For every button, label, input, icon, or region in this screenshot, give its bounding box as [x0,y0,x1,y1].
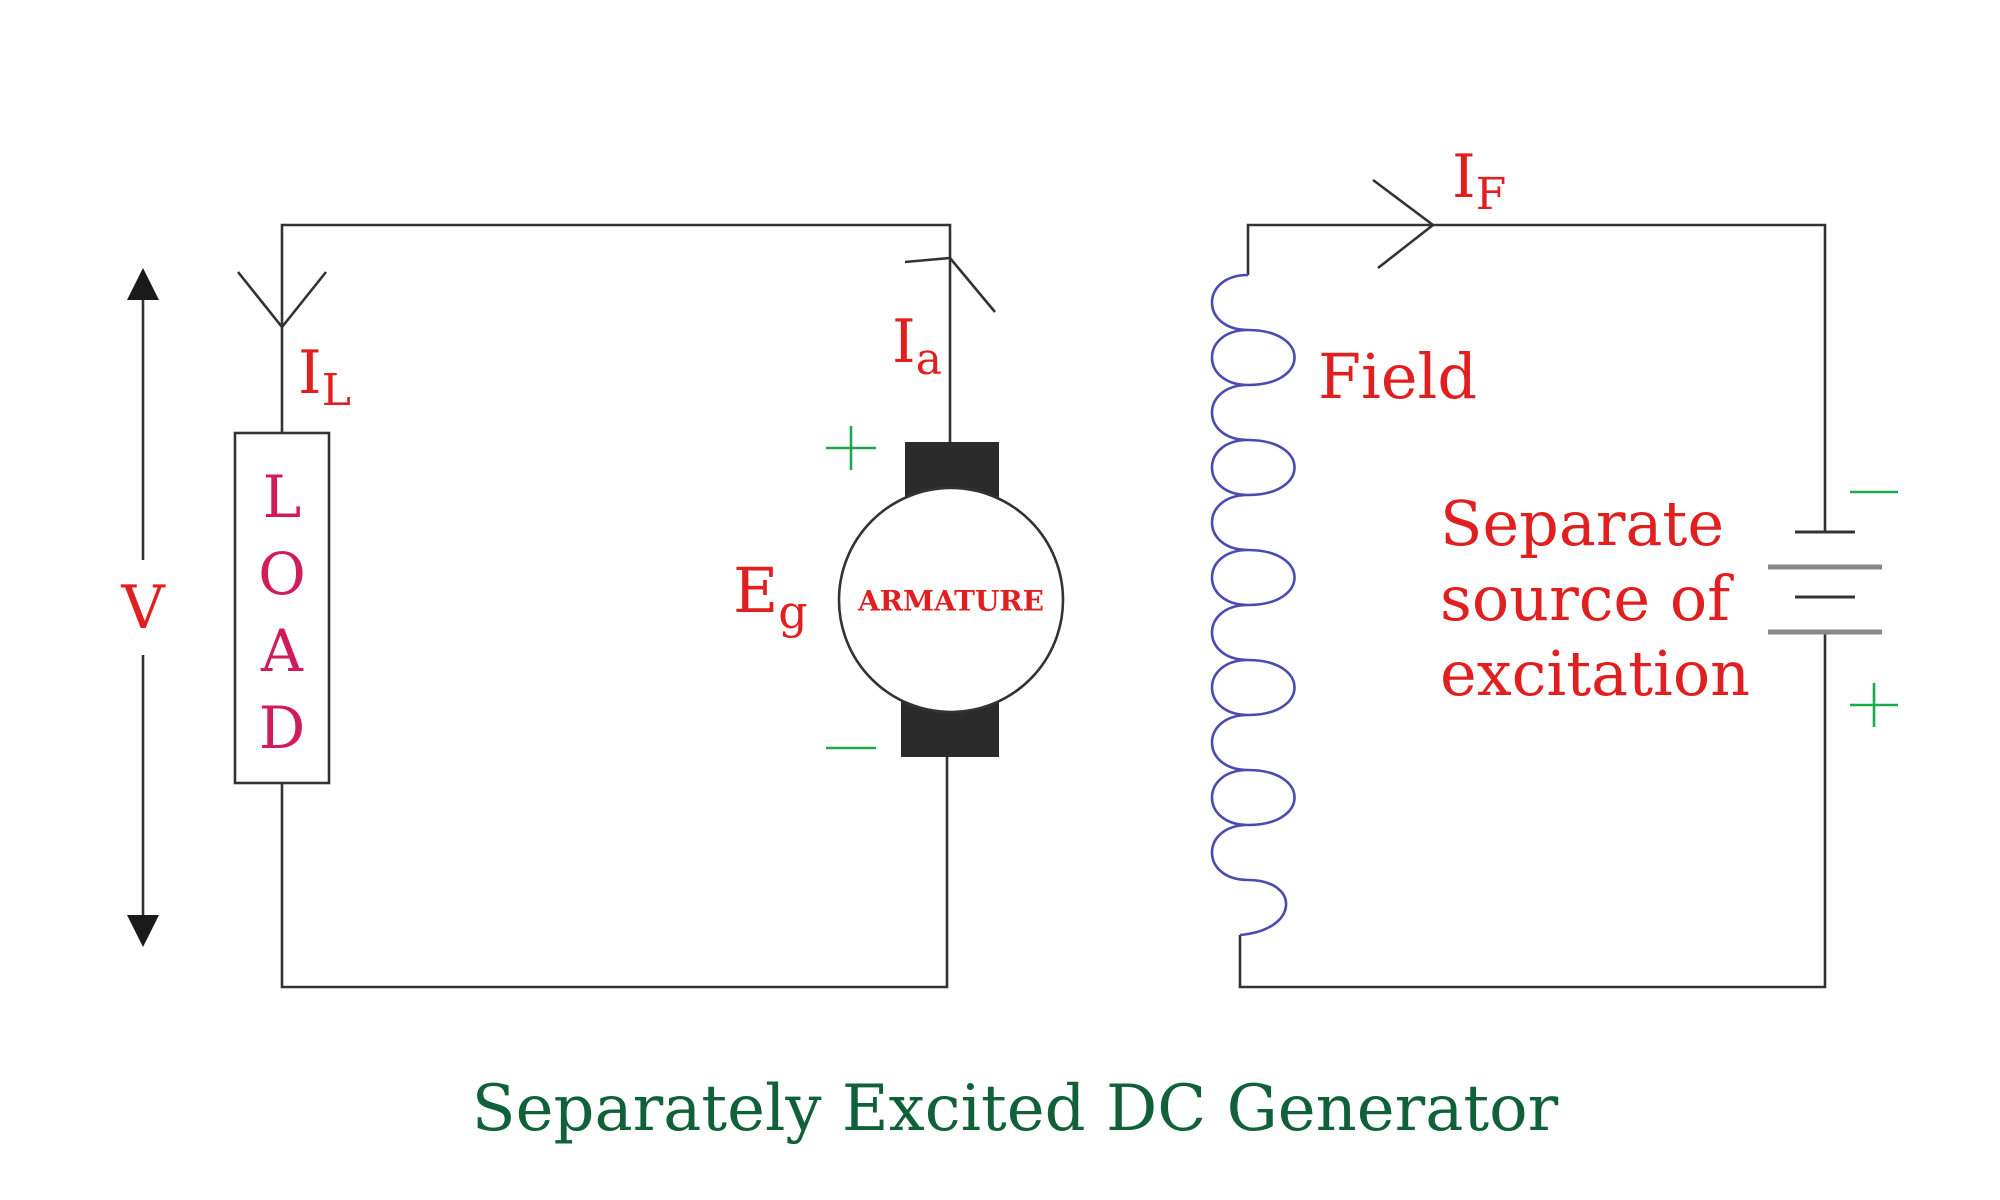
field-coil [1210,273,1296,937]
armature-current-arrow [904,256,996,313]
source-description: Separate source of excitation [1440,487,1750,710]
armature-circuit [236,223,996,989]
load-letter-o: O [258,540,306,608]
load-letter-a: A [260,617,304,685]
voltage-indicator: V [120,268,166,947]
bottom-wire-left [280,757,949,989]
voltage-label: V [120,573,166,643]
voltage-arrow-down-icon [127,915,159,947]
top-wire-left [280,223,952,442]
armature-circle [837,486,1065,714]
field-current-arrow [1372,178,1436,270]
load-current-arrow [236,271,328,330]
battery-icon [1768,530,1882,635]
armature-plus-sign [826,426,876,470]
voltage-arrow-up-icon [127,268,159,300]
load-current-label: IL [298,338,351,416]
armature-current-label: Ia [892,307,942,385]
armature-label: ARMATURE [857,585,1044,618]
battery-plus-sign [1850,683,1898,727]
source-line-2: source of [1440,562,1734,635]
diagram-caption: Separately Excited DC Generator [472,1072,1559,1146]
load-resistor: L O A D [233,431,331,785]
field-circuit [1238,178,1827,989]
emf-label: Eg [733,554,808,639]
load-box [233,431,331,785]
load-letter-d: D [259,694,306,762]
armature-machine: ARMATURE [837,442,1065,757]
load-letter-l: L [263,463,302,531]
field-current-label: IF [1452,142,1506,220]
source-line-1: Separate [1440,487,1724,560]
field-label: Field [1318,340,1477,413]
field-top-wire [1246,223,1827,532]
source-line-3: excitation [1440,637,1750,710]
field-right-wire [1238,632,1827,989]
